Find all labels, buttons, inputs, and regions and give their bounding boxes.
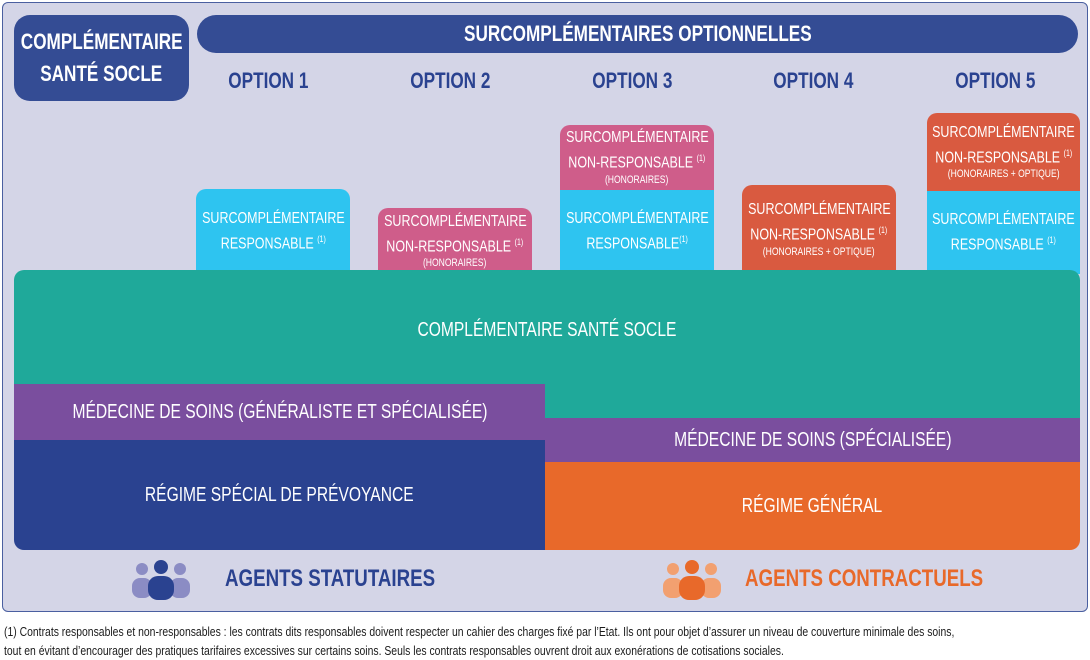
footnote: (1) Contrats responsables et non-respons… [4, 622, 1088, 660]
option-5-label: OPTION 5 [954, 68, 1036, 93]
footnote-line2: tout en évitant d’encourager des pratiqu… [4, 643, 784, 658]
socle-layer-label: COMPLÉMENTAIRE SANTÉ SOCLE [417, 318, 677, 341]
surcomplementaires-banner: SURCOMPLÉMENTAIRES OPTIONNELLES [197, 15, 1078, 53]
medecine-specialisee-layer: MÉDECINE DE SOINS (SPÉCIALISÉE) [545, 418, 1080, 462]
regime-general-layer: RÉGIME GÉNÉRAL [545, 462, 1080, 550]
people-group-icon [663, 560, 721, 600]
option-1-label: OPTION 1 [227, 68, 309, 93]
socle-header-line1: COMPLÉMENTAIRE [20, 29, 183, 54]
socle-header-line2: SANTÉ SOCLE [40, 61, 163, 86]
regime-special-layer: RÉGIME SPÉCIAL DE PRÉVOYANCE [14, 440, 545, 550]
footnote-line1: (1) Contrats responsables et non-respons… [4, 624, 955, 639]
option-2-label: OPTION 2 [409, 68, 491, 93]
agents-statutaires-label: AGENTS STATUTAIRES [225, 565, 436, 592]
option-4-label: OPTION 4 [772, 68, 854, 93]
socle-header: COMPLÉMENTAIRE SANTÉ SOCLE [14, 15, 189, 101]
agents-contractuels-label: AGENTS CONTRACTUELS [745, 565, 984, 592]
medecine-generaliste-layer: MÉDECINE DE SOINS (GÉNÉRALISTE ET SPÉCIA… [14, 384, 545, 440]
people-group-icon [132, 560, 190, 600]
option-3-label: OPTION 3 [591, 68, 673, 93]
banner-text: SURCOMPLÉMENTAIRES OPTIONNELLES [463, 21, 812, 46]
